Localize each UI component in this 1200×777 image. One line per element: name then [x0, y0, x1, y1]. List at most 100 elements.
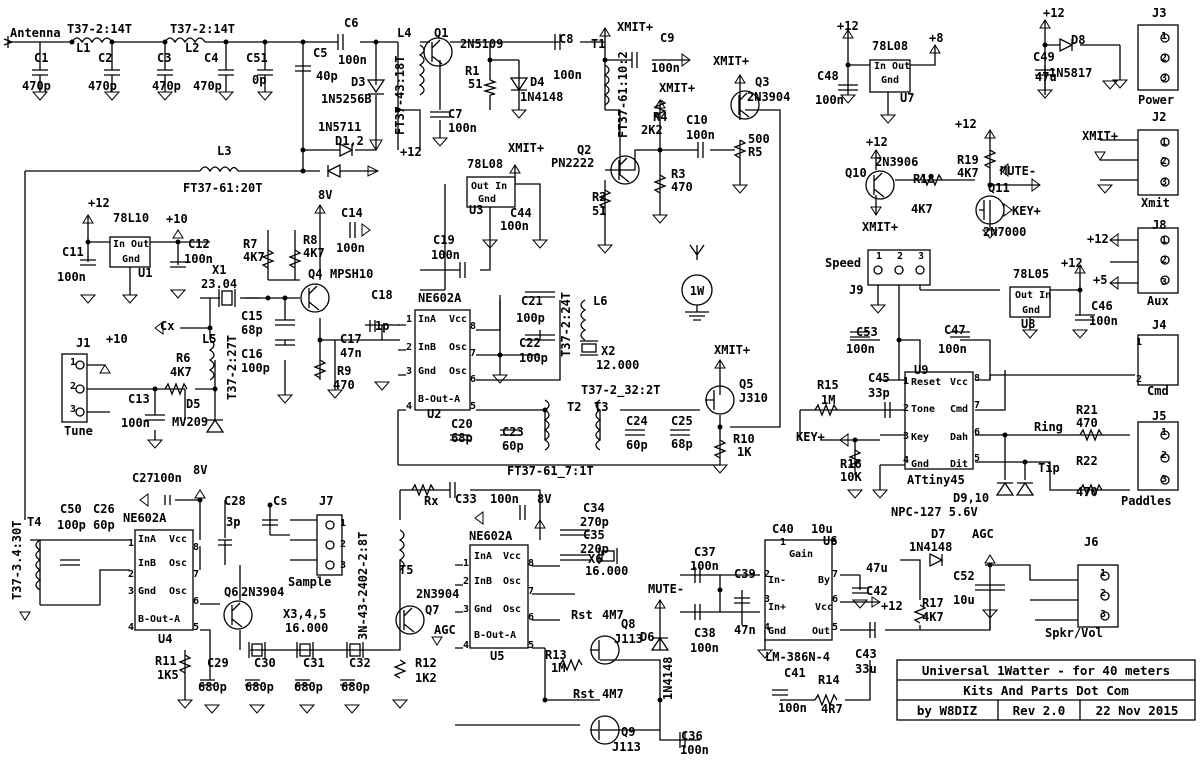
component-label: 23.04: [201, 277, 237, 291]
component-label: Power: [1138, 93, 1174, 107]
component-label: J310: [739, 391, 768, 405]
rev-text: Rev 2.0: [1013, 703, 1066, 718]
component-label: 1N5817: [1049, 66, 1092, 80]
ic-pin-label: Osc: [169, 558, 187, 569]
component-label: C50: [60, 502, 82, 516]
component-label: Q6: [224, 585, 238, 599]
component-label: Cs: [273, 494, 287, 508]
component-label: NE602A: [123, 511, 167, 525]
component-label: C12: [188, 237, 210, 251]
component-label: J5: [1152, 409, 1166, 423]
ic-pin-label: Gnd: [768, 626, 786, 637]
ground-symbols: [31, 79, 1129, 714]
pin-number: 5: [528, 640, 534, 651]
component-label: 2N7000: [983, 225, 1026, 239]
component-label: 78L08: [467, 157, 503, 171]
component-label: 4K7: [170, 365, 192, 379]
component-label: +12: [1087, 232, 1109, 246]
component-label: 100n: [690, 641, 719, 655]
component-label: Rst: [571, 608, 593, 622]
component-label: J1: [76, 336, 90, 350]
pin-number: 8: [528, 558, 534, 569]
component-label: 47u: [866, 561, 888, 575]
diodes: [205, 37, 1074, 651]
component-label: C21: [521, 294, 543, 308]
component-label: 470p: [152, 79, 181, 93]
component-label: L2: [185, 41, 199, 55]
ic-pin-label: Vcc: [169, 534, 187, 545]
component-label: C7: [448, 107, 462, 121]
component-label: C36: [681, 729, 703, 743]
component-label: 1N4148: [520, 90, 563, 104]
ic-pin-label: Gnd: [478, 194, 496, 205]
component-label: 1N5711: [318, 120, 361, 134]
pin-number: 3: [1161, 177, 1167, 188]
component-label: R2: [592, 190, 606, 204]
component-label: 100n: [686, 128, 715, 142]
ic-pin-label: Osc: [449, 366, 467, 377]
component-label: 100n: [448, 121, 477, 135]
pin-number: 1: [1161, 427, 1167, 438]
component-label: C17: [340, 332, 362, 346]
component-label: Paddles: [1121, 494, 1172, 508]
component-label: 100n: [184, 252, 213, 266]
component-label: +12: [1043, 6, 1065, 20]
ic-pin-label: Vcc: [449, 314, 467, 325]
inductors: [35, 37, 610, 591]
component-label: C35: [583, 528, 605, 542]
component-label: L3: [217, 144, 231, 158]
ic-pin-label: Gnd: [418, 366, 436, 377]
component-label: XMIT+: [862, 220, 898, 234]
component-label: 100n: [153, 471, 182, 485]
pin-number: 3: [340, 560, 346, 571]
component-label: X6: [588, 552, 602, 566]
component-label: 40p: [316, 69, 338, 83]
logo-1w-text: 1W: [690, 284, 705, 298]
component-label: J9: [849, 283, 863, 297]
pin-number: 2: [128, 569, 134, 580]
component-label: R15: [817, 378, 839, 392]
component-label: 1K5: [157, 668, 179, 682]
component-label: T2: [567, 400, 581, 414]
component-label: 1K: [737, 445, 752, 459]
component-label: J113: [614, 632, 643, 646]
component-label: C1: [34, 51, 48, 65]
ic-pin-label: Osc: [449, 342, 467, 353]
component-label: C25: [671, 414, 693, 428]
pin-number: 1: [340, 518, 346, 529]
ic-pin-label: Vcc: [503, 551, 521, 562]
component-label: 10K: [840, 470, 862, 484]
component-label: 47n: [734, 623, 756, 637]
component-label: D9,10: [953, 491, 989, 505]
ic-pin-label: Key: [911, 432, 929, 443]
pin-number: 3: [1161, 73, 1167, 84]
component-label: 100n: [651, 61, 680, 75]
component-label: D6: [640, 630, 654, 644]
component-label: 1N5256B: [321, 92, 372, 106]
component-label: 100n: [1089, 314, 1118, 328]
ic-pin-label: Vcc: [950, 377, 968, 388]
pin-number: 5: [832, 622, 838, 633]
pin-number: 1: [1161, 137, 1167, 148]
component-label: Spkr/Vol: [1045, 626, 1103, 640]
ic-pin-label: B-Out-A: [418, 394, 460, 405]
component-label: NE602A: [418, 291, 462, 305]
ic-pin-label: InA: [138, 534, 156, 545]
component-label: 10u: [953, 593, 975, 607]
component-label: 100n: [846, 342, 875, 356]
pin-number: 7: [470, 348, 476, 359]
component-label: C26: [93, 502, 115, 516]
component-label: 78L08: [872, 39, 908, 53]
component-label: 100p: [516, 311, 545, 325]
component-label: C48: [817, 69, 839, 83]
component-label: +12: [955, 117, 977, 131]
component-label: R13: [545, 648, 567, 662]
component-label: L5: [202, 332, 216, 346]
component-label: 680p: [198, 680, 227, 694]
component-label: J6: [1084, 535, 1098, 549]
component-label: C30: [254, 656, 276, 670]
component-label: Cmd: [1147, 384, 1169, 398]
pin-number: 2: [1161, 450, 1167, 461]
component-label: C27: [132, 471, 154, 485]
ic-pin-label: Osc: [169, 586, 187, 597]
